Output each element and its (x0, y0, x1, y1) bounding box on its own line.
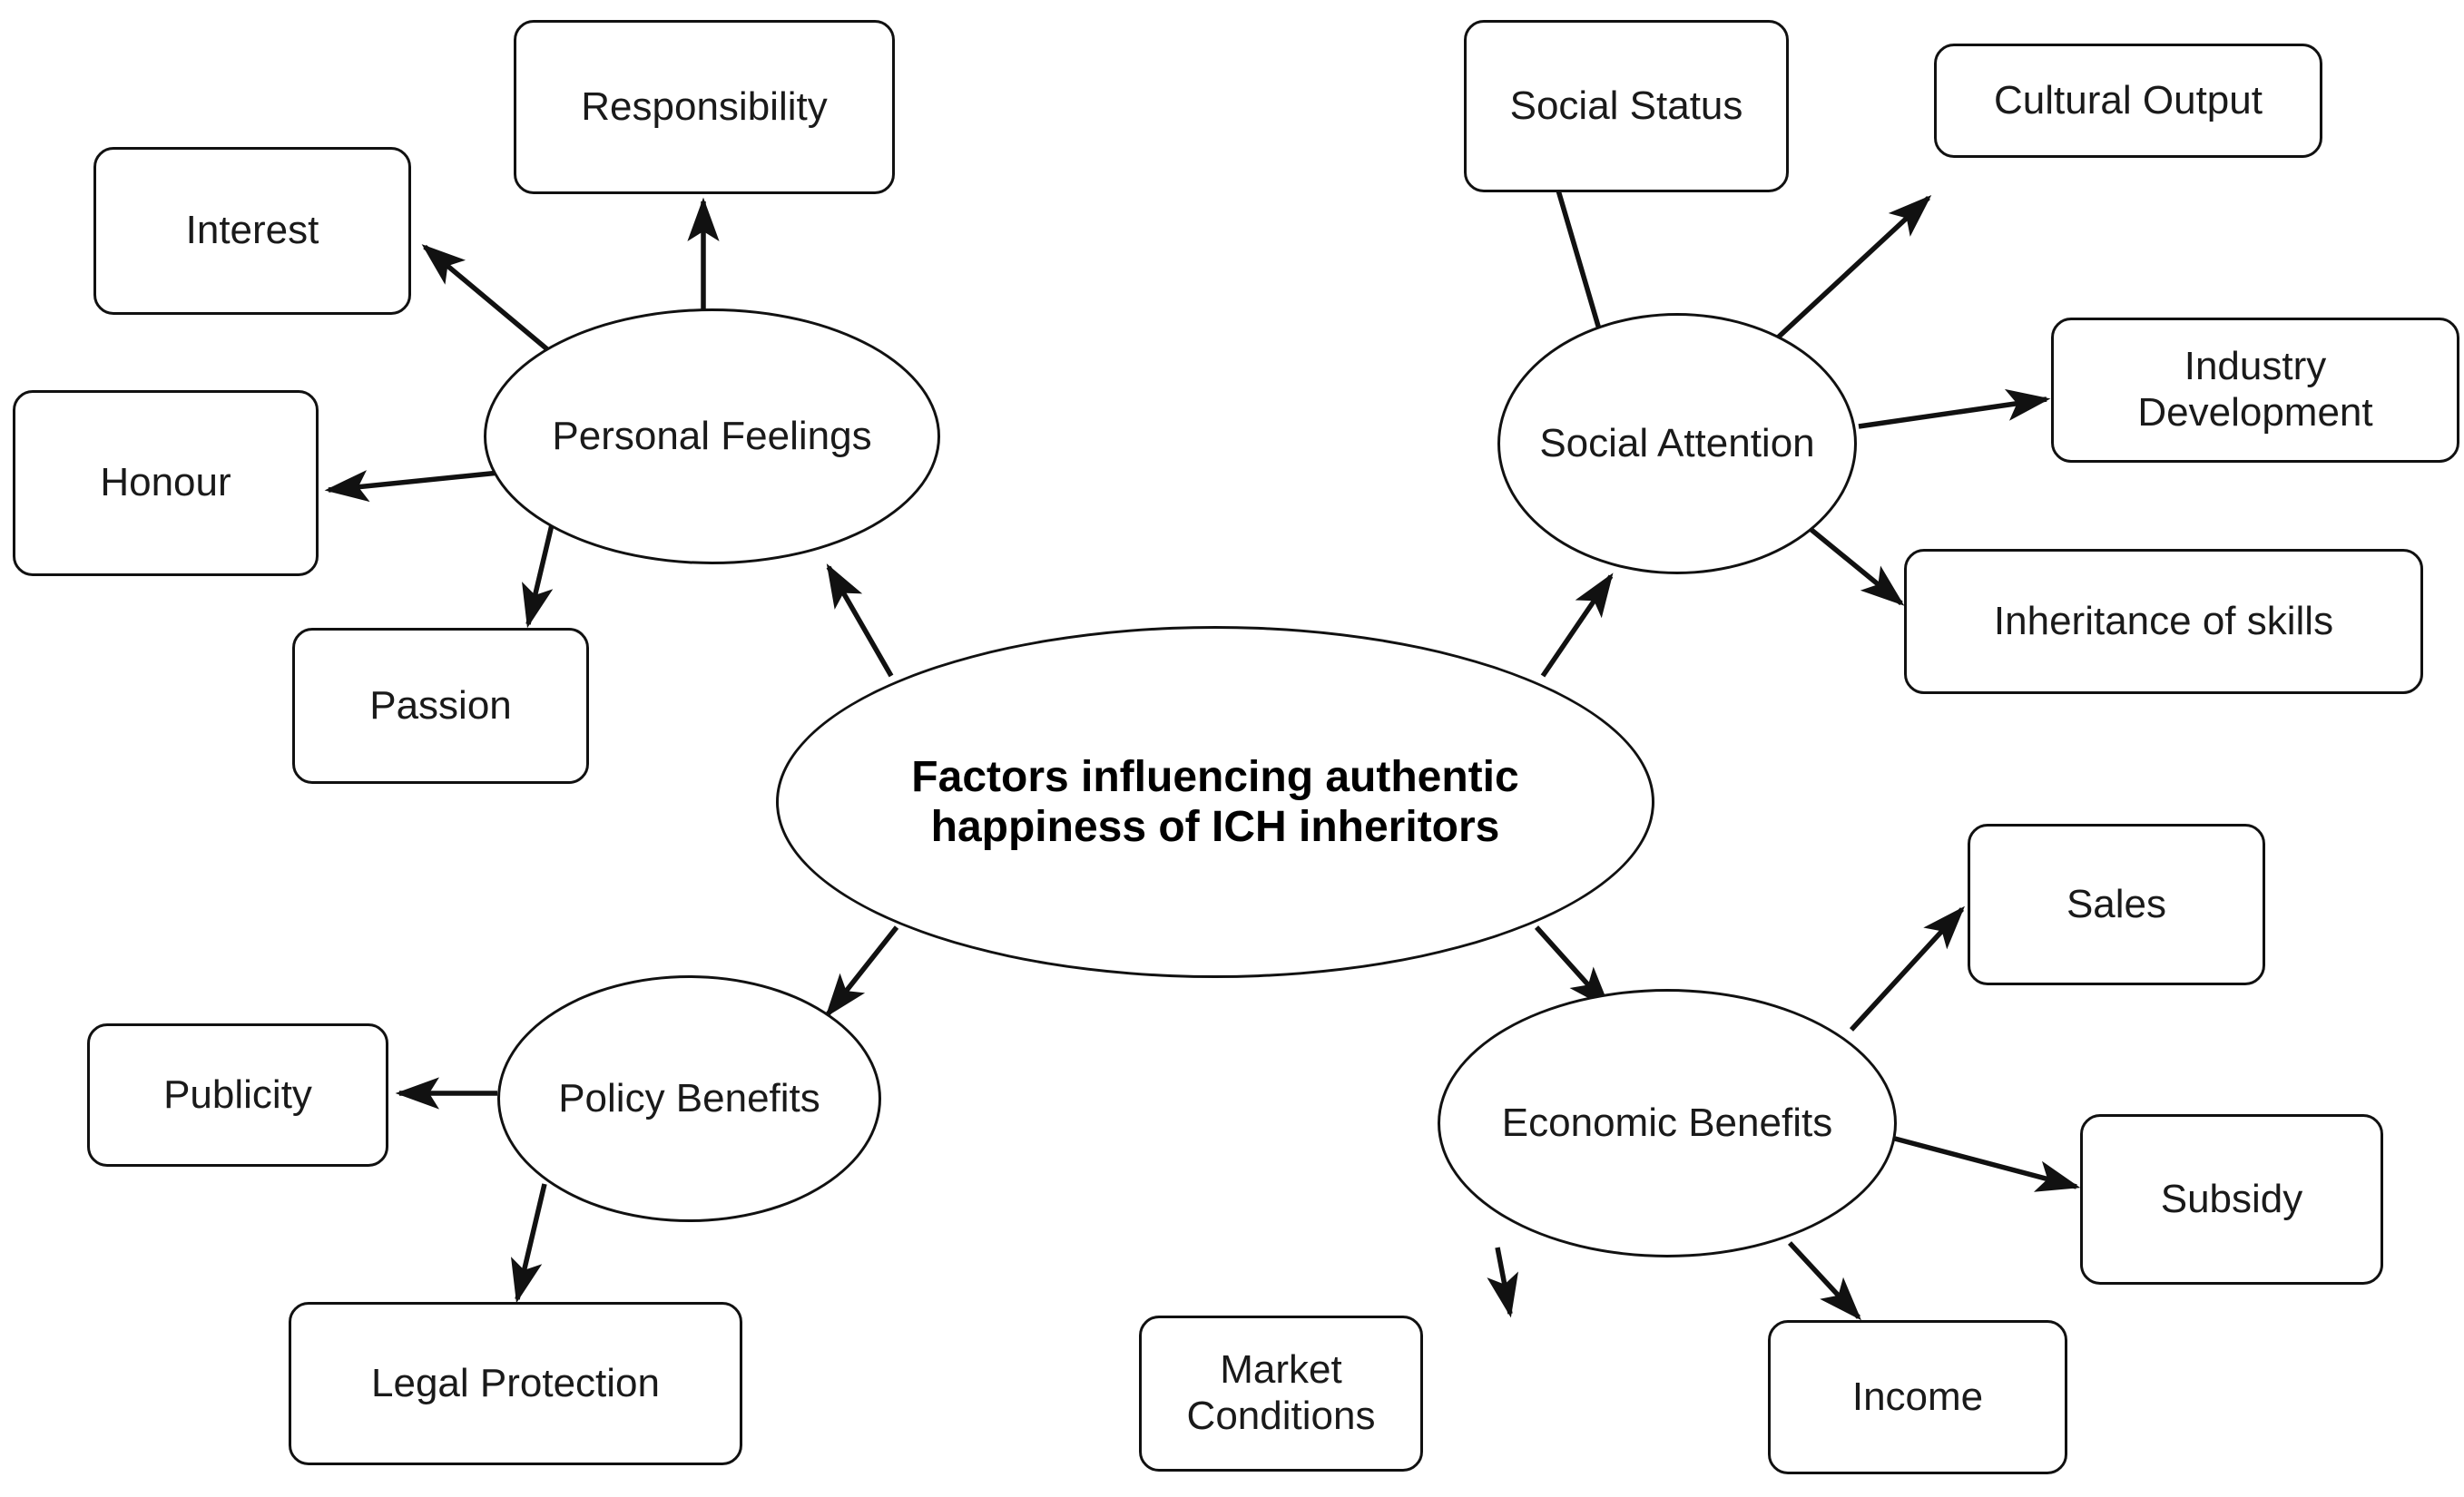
edge-pf-honour (324, 469, 509, 503)
leaf-label-passion: Passion (369, 682, 512, 728)
edge-sa-industry-development (1858, 388, 2051, 429)
leaf-label-honour: Honour (100, 460, 231, 505)
edge-center-economic-benefits (1534, 925, 1611, 1011)
branch-node-social-attention[interactable]: Social Attention (1497, 313, 1857, 574)
leaf-label-legal-protection: Legal Protection (371, 1360, 660, 1405)
branch-label-social-attention: Social Attention (1539, 420, 1815, 465)
edge-center-policy-benefits (825, 925, 899, 1018)
branch-label-policy-benefits: Policy Benefits (558, 1075, 820, 1120)
leaf-label-market-conditions: Market Conditions (1186, 1347, 1376, 1438)
branch-node-economic-benefits[interactable]: Economic Benefits (1438, 989, 1897, 1257)
leaf-node-responsibility[interactable]: Responsibility (514, 20, 895, 194)
leaf-label-subsidy: Subsidy (2160, 1176, 2303, 1221)
branch-label-economic-benefits: Economic Benefits (1501, 1100, 1833, 1145)
edge-eb-sales (1849, 905, 1965, 1032)
edge-eb-income (1787, 1241, 1861, 1321)
leaf-node-subsidy[interactable]: Subsidy (2080, 1114, 2383, 1285)
center-node[interactable]: Factors influencing authentic happiness … (776, 626, 1654, 978)
leaf-node-passion[interactable]: Passion (292, 628, 589, 784)
leaf-label-responsibility: Responsibility (581, 83, 828, 129)
branch-label-personal-feelings: Personal Feelings (552, 413, 872, 458)
leaf-node-sales[interactable]: Sales (1968, 824, 2265, 985)
edge-sa-inheritance-of-skills (1800, 519, 1905, 606)
leaf-node-publicity[interactable]: Publicity (87, 1023, 388, 1167)
leaf-label-publicity: Publicity (163, 1071, 312, 1117)
leaf-label-inheritance-of-skills: Inheritance of skills (1993, 598, 2334, 643)
edge-pb-legal-protection (510, 1183, 547, 1304)
branch-node-personal-feelings[interactable]: Personal Feelings (484, 308, 940, 564)
leaf-label-industry-development: Industry Development (2137, 344, 2373, 435)
leaf-node-legal-protection[interactable]: Legal Protection (289, 1302, 742, 1465)
leaf-node-industry-development[interactable]: Industry Development (2051, 318, 2459, 463)
edge-pf-passion (522, 516, 556, 629)
leaf-node-interest[interactable]: Interest (93, 147, 411, 315)
edge-eb-market-conditions (1487, 1247, 1518, 1318)
leaf-node-market-conditions[interactable]: Market Conditions (1139, 1316, 1423, 1472)
leaf-node-social-status[interactable]: Social Status (1464, 20, 1789, 192)
leaf-label-social-status: Social Status (1509, 83, 1743, 128)
center-node-label: Factors influencing authentic happiness … (911, 752, 1519, 851)
edge-center-social-attention (1540, 572, 1614, 678)
leaf-label-cultural-output: Cultural Output (1994, 77, 2263, 122)
edge-sa-cultural-output (1763, 195, 1932, 352)
leaf-label-interest: Interest (185, 208, 319, 253)
leaf-node-inheritance-of-skills[interactable]: Inheritance of skills (1904, 549, 2423, 694)
leaf-node-income[interactable]: Income (1768, 1320, 2067, 1474)
leaf-node-honour[interactable]: Honour (13, 390, 319, 576)
edge-center-personal-feelings (826, 563, 894, 678)
leaf-label-sales: Sales (2066, 881, 2167, 926)
leaf-label-income: Income (1851, 1374, 1984, 1419)
leaf-node-cultural-output[interactable]: Cultural Output (1934, 44, 2322, 158)
edge-eb-subsidy (1894, 1136, 2081, 1192)
branch-node-policy-benefits[interactable]: Policy Benefits (497, 975, 881, 1222)
edge-pf-interest (421, 244, 560, 361)
